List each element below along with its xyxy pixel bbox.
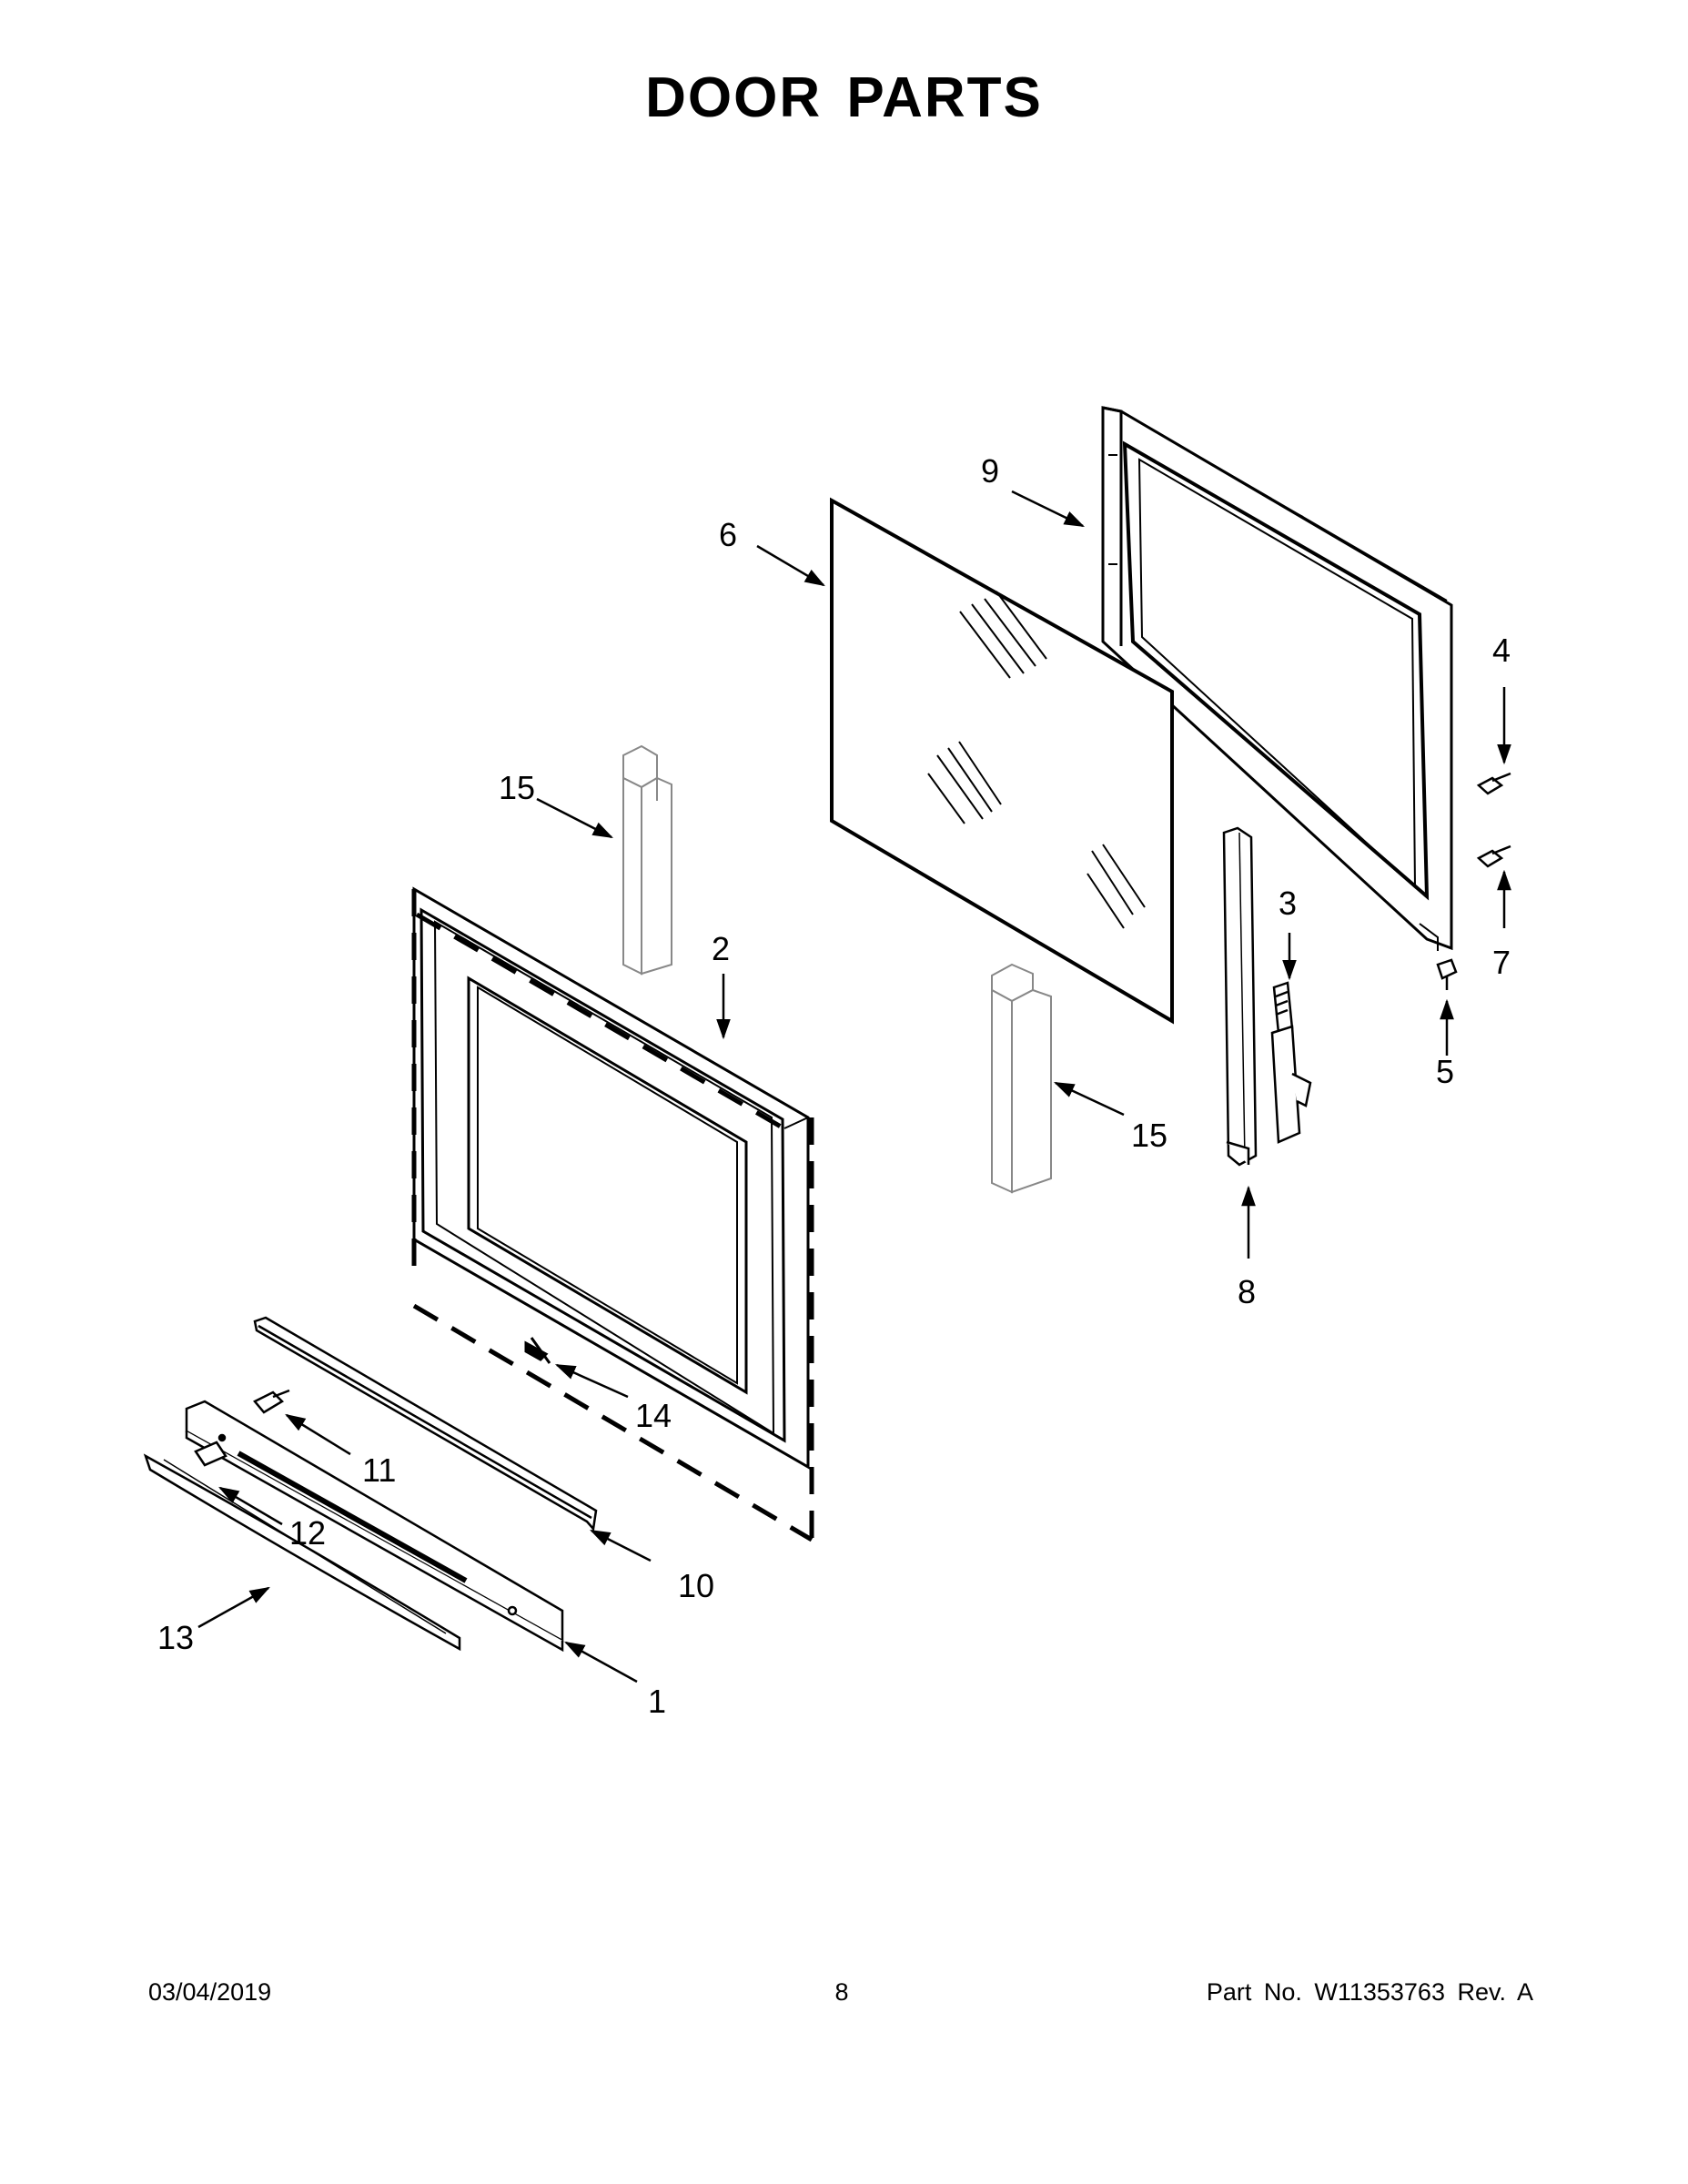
callout-5: 5 [1436,1053,1454,1090]
callout-15-right: 15 [1131,1117,1167,1154]
callout-9: 9 [981,452,999,490]
callout-2: 2 [712,930,730,967]
footer-part-number: Part No. W11353763 Rev. A [1206,1978,1533,2006]
door-rear-frame [1101,406,1453,951]
callout-4: 4 [1492,632,1511,669]
insulation-block-right [991,963,1052,1194]
footer-date: 03/04/2019 [148,1978,272,2006]
callout-14: 14 [635,1397,672,1434]
callout-8: 8 [1238,1273,1256,1310]
callout-7: 7 [1492,944,1511,981]
callout-12: 12 [289,1514,326,1552]
callout-3: 3 [1279,885,1297,922]
callout-15-left: 15 [499,769,535,806]
footer-page-number: 8 [834,1978,849,2006]
callout-6: 6 [719,516,737,553]
handle-base [185,1400,564,1653]
door-handle [143,1453,461,1652]
handle-screw [253,1389,290,1414]
handle-end-cap [194,1433,227,1467]
dashed-assembly-outline [411,889,814,1542]
door-hinge [1270,981,1312,1144]
callout-13: 13 [157,1619,194,1656]
handle-trim-strip [253,1316,598,1532]
frame-screw-7 [1476,844,1511,868]
frame-screw-4 [1476,772,1511,795]
outer-door-panel [412,886,810,1470]
hinge-bracket [1222,826,1258,1167]
insulation-block-left [622,744,672,976]
callout-11: 11 [362,1451,396,1489]
hinge-screw-5 [1436,958,1458,990]
callout-1: 1 [648,1683,666,1720]
leader-lines [197,490,1511,1684]
page-title: DOOR PARTS [645,66,1043,129]
door-glass-panel [830,497,1174,1025]
door-badge [524,1337,551,1364]
callout-10: 10 [678,1567,714,1604]
